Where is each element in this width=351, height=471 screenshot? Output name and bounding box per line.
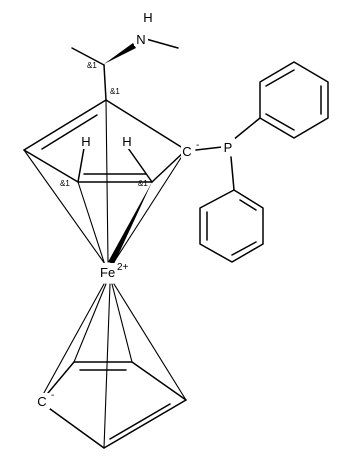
label-p-bg bbox=[221, 138, 235, 154]
atom-labels: H N P C - C - H H Fe 2+ bbox=[36, 10, 235, 409]
bond-cright-clowerright bbox=[151, 149, 187, 183]
bond-right-bottom bbox=[103, 399, 187, 449]
bond-top-left bbox=[47, 361, 75, 394]
cp-ring-lower bbox=[45, 361, 187, 449]
stereo-label-side-chain: &1 bbox=[87, 61, 97, 70]
bond-ctop-cleft bbox=[23, 99, 107, 151]
cp-ring-upper bbox=[23, 99, 187, 183]
fe-bond-1 bbox=[23, 149, 106, 265]
wedge-bond-chiral-n bbox=[104, 43, 136, 64]
bond-left-bottom bbox=[45, 405, 105, 449]
stereo-labels: &1 &1 &1 &1 bbox=[60, 61, 148, 188]
bond-cleft-clowerleft bbox=[23, 149, 79, 183]
label-h-left-bg bbox=[80, 134, 92, 149]
fe-bond-5-bold bbox=[108, 182, 152, 264]
label-c1-bg bbox=[181, 143, 195, 159]
fe-bond-8 bbox=[103, 283, 111, 449]
bond-chiral-ring bbox=[103, 64, 107, 101]
bond-ctop-cright bbox=[105, 99, 187, 151]
label-carbanion-2: C bbox=[37, 394, 46, 409]
fe-bond-3 bbox=[113, 149, 187, 263]
fe-bond-2 bbox=[105, 99, 109, 263]
iron-bonds-upper bbox=[23, 99, 187, 265]
phenyl-2-db1 bbox=[239, 199, 257, 211]
fe-bond-6 bbox=[39, 283, 105, 401]
phenyl-1-hexagon bbox=[259, 61, 329, 139]
fe-bond-10 bbox=[113, 283, 187, 401]
stereo-label-ring-left: &1 bbox=[60, 179, 70, 188]
bond-p-ph1 bbox=[232, 117, 261, 141]
phenyl-2-hexagon bbox=[199, 189, 264, 263]
label-h-right-bg bbox=[121, 134, 133, 149]
bond-top-right bbox=[131, 361, 187, 401]
label-carbanion-2-charge: - bbox=[51, 390, 54, 401]
bond-n-methyl bbox=[145, 38, 179, 49]
label-nitrogen: N bbox=[136, 32, 145, 47]
fe-bond-4 bbox=[77, 181, 105, 263]
phenyl-2-db2 bbox=[231, 241, 257, 256]
label-phosphorus: P bbox=[224, 140, 233, 155]
fe-bond-7 bbox=[73, 283, 107, 363]
bond-methyl-chiral bbox=[71, 47, 105, 66]
label-c2-bg bbox=[36, 393, 50, 409]
bond-p-ph2 bbox=[230, 156, 235, 191]
label-fe-bg bbox=[99, 263, 119, 280]
bond-c-h-right bbox=[127, 147, 153, 183]
fe-bond-9 bbox=[111, 283, 133, 363]
phenyl-ring-1 bbox=[259, 61, 329, 139]
label-carbanion-1: C bbox=[182, 144, 191, 159]
double-bond-inner bbox=[41, 114, 98, 150]
double-bond-lower-right bbox=[109, 403, 171, 440]
bond-c-h-left bbox=[77, 147, 85, 183]
phenyl-ring-2 bbox=[199, 189, 264, 263]
label-n-bg bbox=[134, 30, 148, 46]
phenyl-1-db1 bbox=[265, 69, 295, 87]
label-hydrogen-left: H bbox=[81, 134, 90, 149]
bond-c-p bbox=[195, 146, 223, 151]
phenyl-1-db3 bbox=[265, 113, 295, 131]
label-carbanion-1-charge: - bbox=[196, 140, 199, 151]
phosphine-group bbox=[195, 61, 329, 263]
label-hydrogen-right: H bbox=[122, 134, 131, 149]
iron-bonds-lower bbox=[39, 283, 187, 449]
stereo-label-ring-right: &1 bbox=[138, 179, 148, 188]
label-iron: Fe bbox=[100, 265, 115, 280]
stereo-label-ring-top: &1 bbox=[110, 87, 120, 96]
label-nh-hydrogen: H bbox=[143, 10, 152, 25]
label-iron-charge: 2+ bbox=[117, 262, 129, 273]
side-chain bbox=[71, 38, 179, 101]
